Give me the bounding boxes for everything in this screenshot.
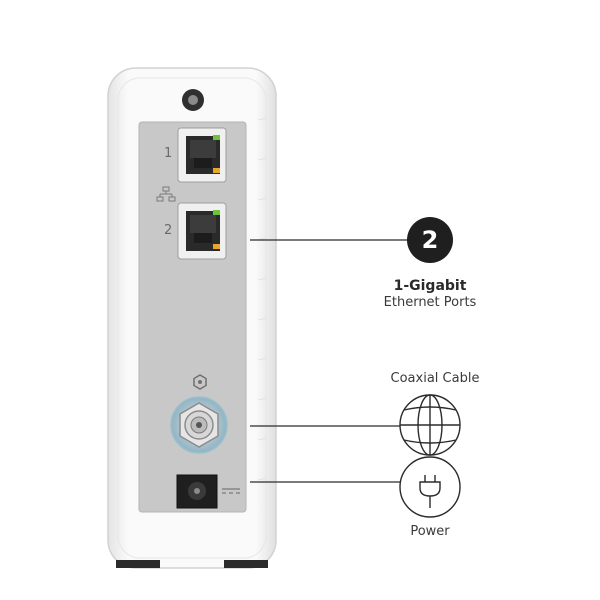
coax-connector [170, 396, 228, 454]
ethernet-callout-subtitle: Ethernet Ports [383, 295, 477, 310]
link-led-green [213, 210, 220, 215]
link-led-green [213, 135, 220, 140]
port-1-number: 1 [164, 146, 173, 161]
power-plug-icon [399, 456, 461, 518]
globe-icon [399, 394, 461, 456]
port-2-number: 2 [164, 223, 173, 238]
coax-symbol-icon [193, 374, 207, 390]
ethernet-port-1 [177, 127, 227, 183]
ethernet-port-2 [177, 202, 227, 260]
activity-led-amber [213, 168, 220, 173]
power-callout-label: Power [410, 524, 450, 539]
callout-number-badge: 2 [407, 217, 453, 263]
power-jack [176, 474, 218, 509]
coax-callout-label: Coaxial Cable [390, 371, 480, 386]
dc-symbol-icon [222, 488, 240, 494]
network-icon [156, 186, 176, 202]
ethernet-callout-title: 1-Gigabit [393, 278, 467, 294]
activity-led-amber [213, 244, 220, 249]
